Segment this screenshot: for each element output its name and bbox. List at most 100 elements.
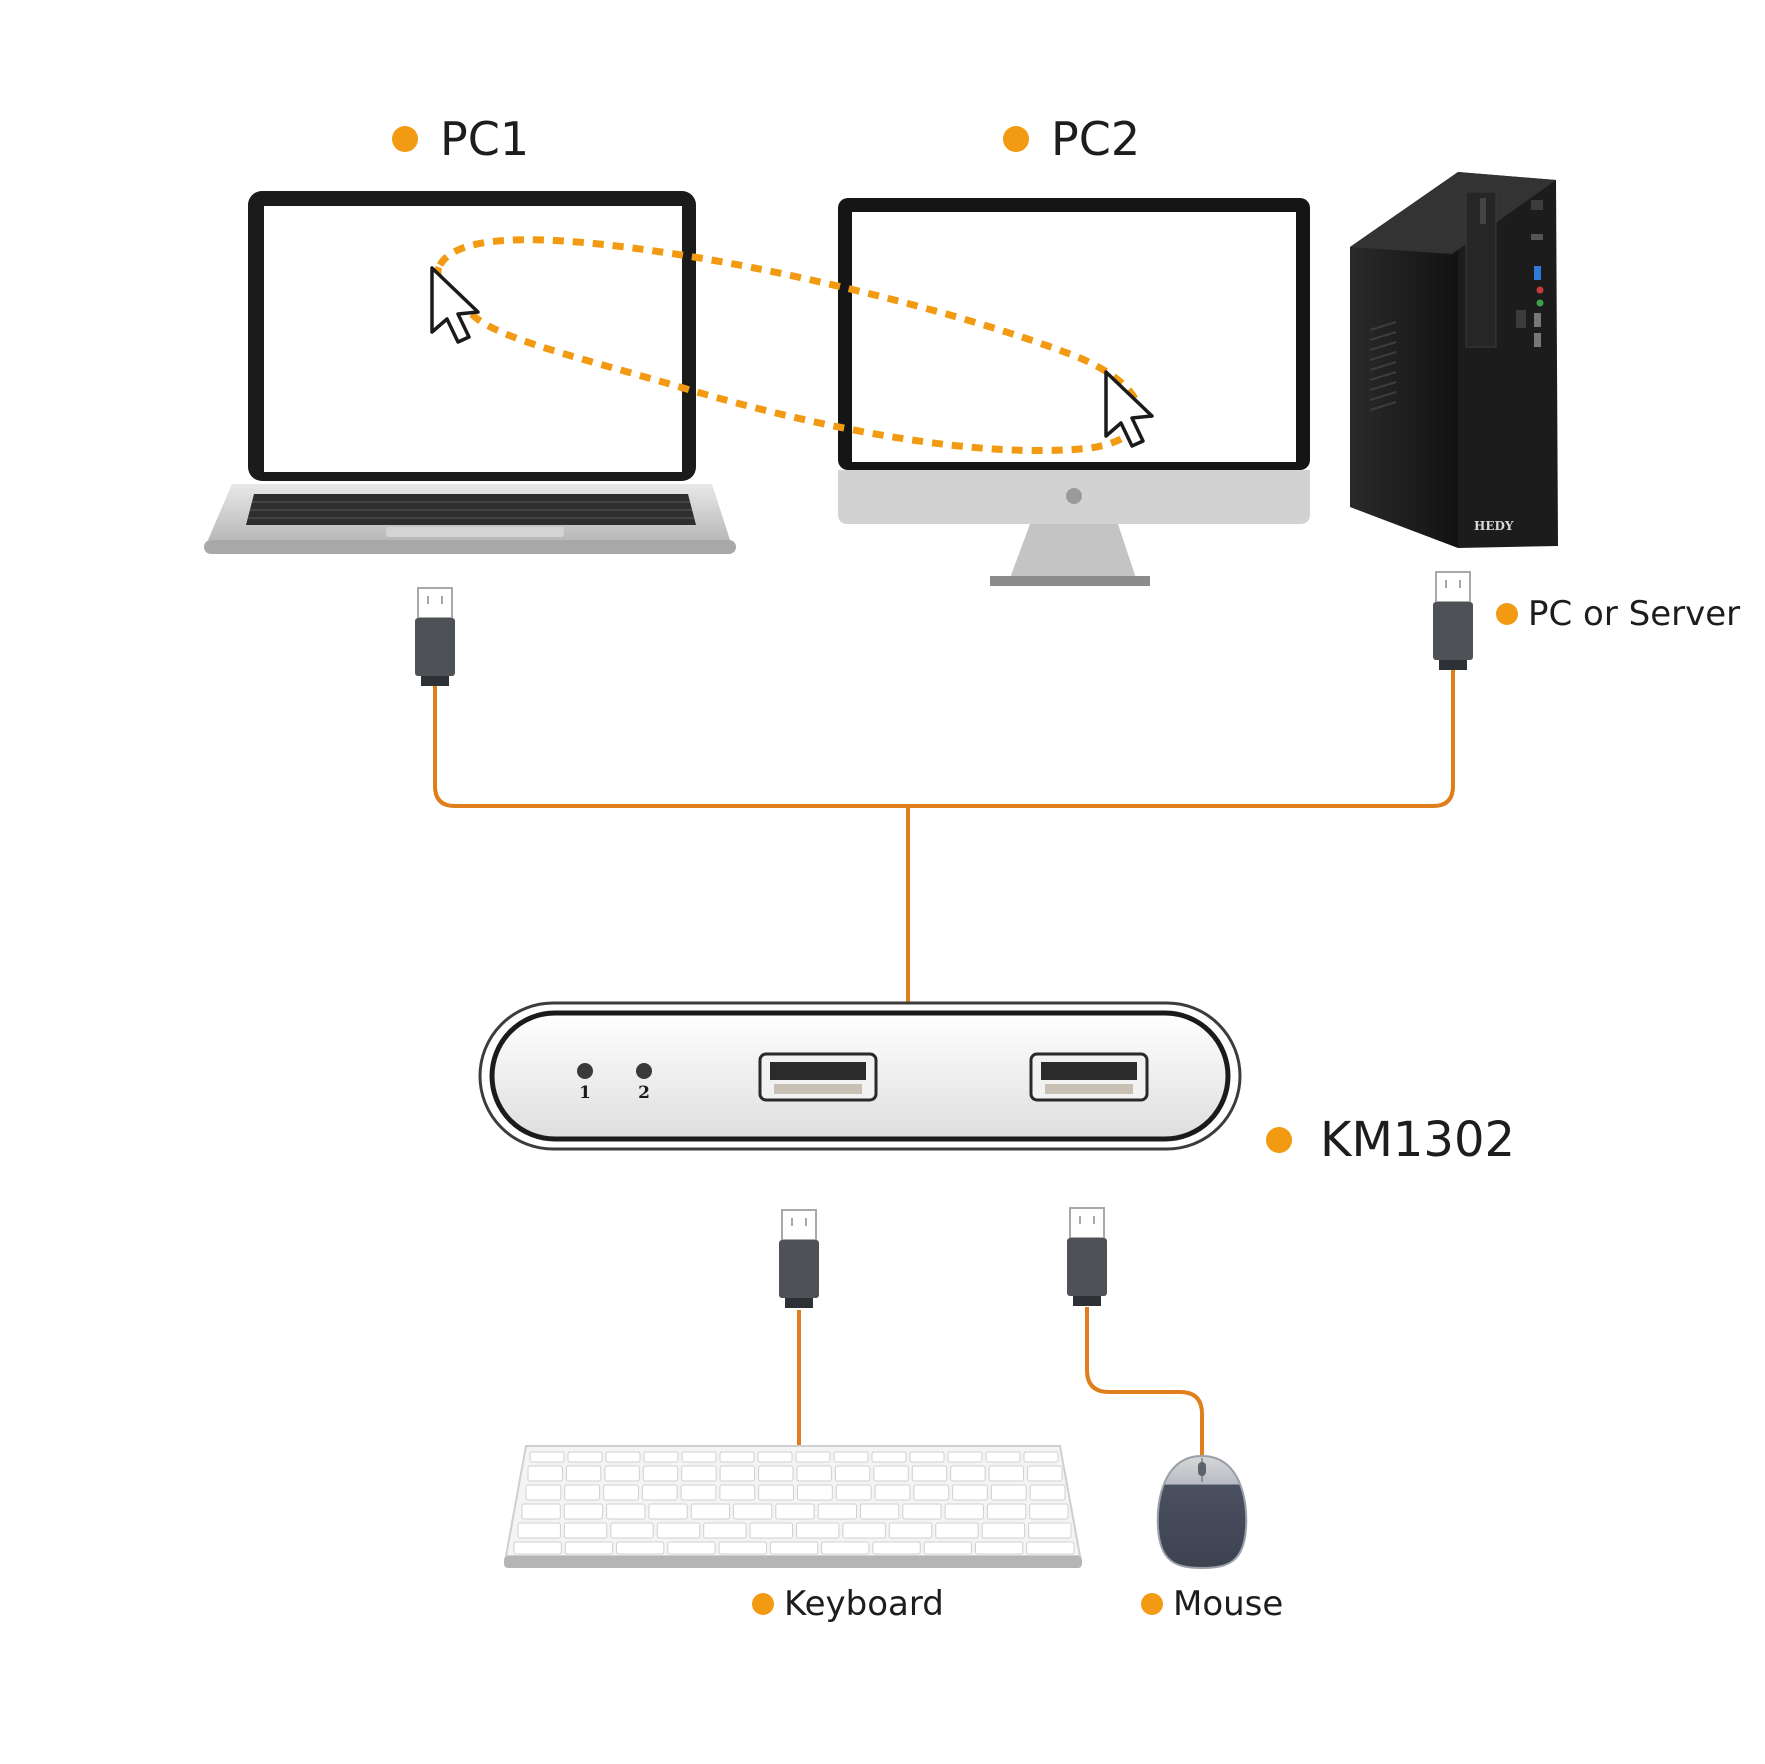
- keyboard-keys: [513, 1451, 1075, 1555]
- keyboard-key: [795, 1451, 831, 1463]
- keyboard-key: [563, 1522, 608, 1539]
- keyboard-key: [517, 1522, 561, 1539]
- usb-connector-server: [1433, 571, 1473, 670]
- keyboard-key: [775, 1503, 815, 1520]
- bullet-dot-icon: [392, 126, 418, 152]
- keyboard-key: [529, 1451, 565, 1463]
- label-keyboard: Keyboard: [752, 1584, 944, 1624]
- keyboard-key: [797, 1484, 833, 1501]
- label-keyboard-text: Keyboard: [784, 1584, 944, 1624]
- tower-vent-icon: [1369, 321, 1397, 411]
- switch-led-2: [636, 1063, 652, 1079]
- usb-plug-strain: [1073, 1296, 1101, 1306]
- keyboard-key: [749, 1522, 793, 1539]
- tower-usb2-port-icon-2: [1534, 333, 1541, 347]
- monitor-screen: [852, 212, 1296, 462]
- tower-optical-slot: [1480, 198, 1486, 224]
- keyboard-key: [796, 1465, 832, 1482]
- usb-plug-tip: [417, 587, 453, 619]
- tower-mic-jack-icon: [1536, 299, 1544, 307]
- keyboard-key: [758, 1465, 794, 1482]
- usb-connector-keyboard: [779, 1209, 819, 1308]
- keyboard-key: [872, 1541, 921, 1555]
- tower-power-button-icon: [1531, 200, 1543, 210]
- keyboard-key: [769, 1541, 819, 1555]
- keyboard-key: [944, 1503, 984, 1520]
- keyboard-key: [719, 1451, 755, 1463]
- laptop-screen: [264, 206, 682, 472]
- keyboard-key: [947, 1451, 983, 1463]
- keyboard-key: [988, 1465, 1024, 1482]
- label-server-text: PC or Server: [1528, 594, 1741, 634]
- cable-mouse: [1085, 1307, 1204, 1460]
- keyboard-key: [703, 1522, 747, 1539]
- keyboard-key: [873, 1465, 909, 1482]
- bullet-dot-icon: [1141, 1593, 1163, 1615]
- tower-drive-bay: [1465, 191, 1497, 348]
- label-mouse-text: Mouse: [1173, 1584, 1284, 1624]
- usb-plug-tip: [1069, 1207, 1105, 1239]
- mouse-scroll-wheel-icon: [1198, 1462, 1206, 1476]
- keyboard-key: [817, 1503, 858, 1520]
- keyboard-key: [733, 1503, 773, 1520]
- keyboard-key: [527, 1465, 563, 1482]
- keyboard-key: [648, 1503, 688, 1520]
- usb-plug-strain: [421, 676, 449, 686]
- label-pc2: PC2: [1003, 112, 1140, 166]
- tower-usb2-port-icon: [1534, 313, 1541, 327]
- keyboard-key: [1026, 1541, 1075, 1555]
- tower-brand-label: HEDY: [1474, 519, 1514, 533]
- cursor-arrow-icon-pc2: [1104, 370, 1154, 448]
- keyboard-key: [680, 1484, 717, 1501]
- keyboard-key: [1028, 1522, 1072, 1539]
- keyboard-key: [681, 1451, 717, 1463]
- tower-usb3-port-icon: [1534, 266, 1541, 280]
- usb-connector-pc1: [415, 587, 455, 686]
- keyboard-edge: [504, 1556, 1082, 1568]
- keyboard-key: [950, 1465, 986, 1482]
- keyboard-key: [842, 1522, 886, 1539]
- keyboard-key: [981, 1522, 1026, 1539]
- bullet-dot-icon: [1003, 126, 1029, 152]
- bullet-dot-icon: [752, 1593, 774, 1615]
- usb-plug-tip: [1435, 571, 1471, 603]
- keyboard-key: [567, 1451, 603, 1463]
- keyboard-key: [643, 1451, 679, 1463]
- keyboard-key: [952, 1484, 988, 1501]
- keyboard-key: [913, 1484, 950, 1501]
- keyboard-key: [642, 1465, 679, 1482]
- keyboard-key: [986, 1503, 1027, 1520]
- keyboard-key: [758, 1484, 795, 1501]
- keyboard-key: [935, 1522, 979, 1539]
- keyboard-key: [521, 1503, 561, 1520]
- cables: [433, 668, 1455, 1460]
- label-pc1-text: PC1: [440, 112, 530, 166]
- label-switch: KM1302: [1266, 1112, 1515, 1168]
- monitor-power-dot: [1066, 488, 1082, 504]
- switch-led-1-label: 1: [579, 1083, 591, 1103]
- keyboard-key: [719, 1465, 755, 1482]
- monitor-pc2: [838, 198, 1310, 586]
- keyboard-key: [564, 1541, 614, 1555]
- laptop-trackpad: [386, 527, 564, 537]
- keyboard-key: [604, 1465, 640, 1482]
- usb-port-mouse: [1029, 1052, 1149, 1102]
- keyboard-key: [909, 1451, 945, 1463]
- usb-plug-strain: [785, 1298, 813, 1308]
- keyboard-key: [796, 1522, 840, 1539]
- keyboard-key: [1029, 1484, 1066, 1501]
- keyboard-key: [563, 1503, 604, 1520]
- tower-side: [1350, 172, 1458, 548]
- tower-server: HEDY: [1350, 172, 1558, 548]
- tower-audio-jack-icon: [1536, 286, 1544, 294]
- monitor-stand: [1010, 524, 1136, 578]
- usb-plug-body: [1067, 1238, 1107, 1296]
- keyboard-key: [757, 1451, 793, 1463]
- cursor-travel-path: [434, 236, 1143, 455]
- cursor-arrow-icon-pc1: [430, 266, 480, 344]
- keyboard-key: [656, 1522, 701, 1539]
- usb-plug-body: [415, 618, 455, 676]
- keyboard-key: [1029, 1503, 1069, 1520]
